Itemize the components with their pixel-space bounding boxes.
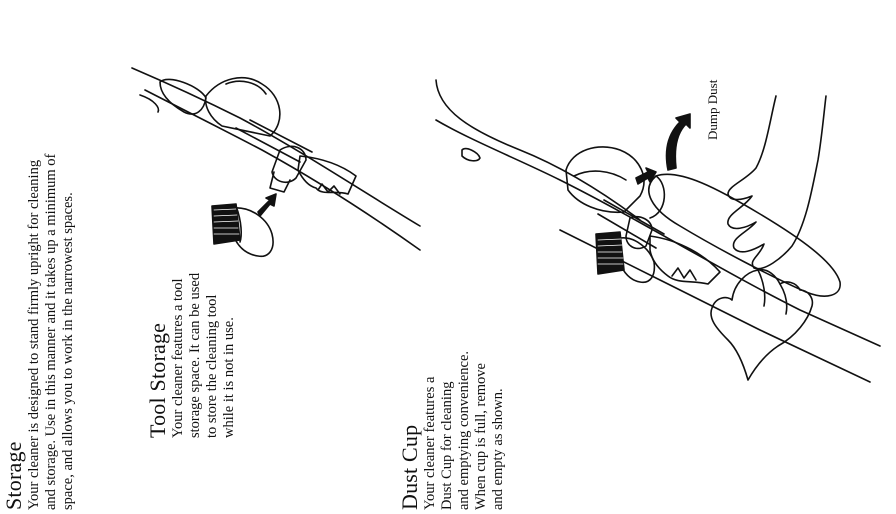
cup-arrow-icon: [636, 168, 656, 184]
dust-brush-holder-zig: [672, 268, 696, 280]
dump-arrow-icon: [667, 114, 691, 170]
lower-hand: [711, 270, 812, 380]
wand-edge: [140, 95, 158, 112]
motor-head-inner: [574, 171, 626, 180]
wand-outline-bottom: [145, 90, 420, 250]
dust-brush-tool-icon: [596, 232, 654, 282]
tool-arrow-icon: [258, 194, 276, 216]
dust-wand-line-top: [436, 120, 880, 346]
tool-clip: [272, 146, 306, 182]
dust-wand-curve: [436, 80, 640, 220]
tool-storage-illustration: [132, 68, 420, 256]
dust-cup-illustration: [436, 80, 880, 382]
wand-outline-top: [132, 68, 420, 226]
wand-button: [462, 149, 480, 161]
motor-head: [566, 147, 644, 212]
dust-cup-rim: [650, 176, 664, 218]
upper-hand: [728, 96, 826, 269]
